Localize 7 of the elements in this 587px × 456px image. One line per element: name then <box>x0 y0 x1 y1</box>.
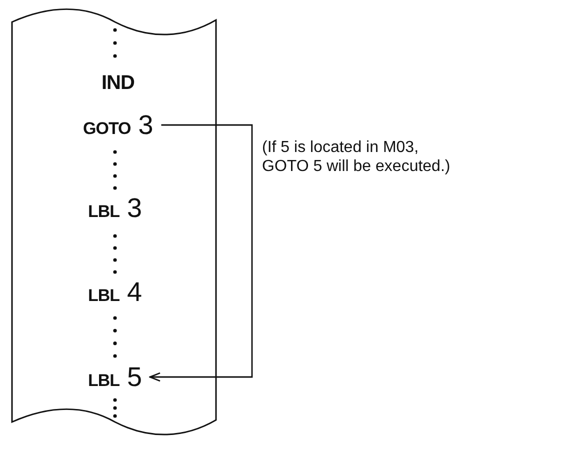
program-step: GOTO 3 <box>83 112 154 138</box>
program-step: LBL 4 <box>88 278 142 306</box>
program-step: LBL 5 <box>88 364 142 390</box>
note-text: (If 5 is located in M03, GOTO 5 will be executed.) <box>262 138 452 176</box>
arrow <box>149 124 253 382</box>
program-step: LBL 3 <box>88 194 142 222</box>
program-step: IND <box>102 73 134 93</box>
